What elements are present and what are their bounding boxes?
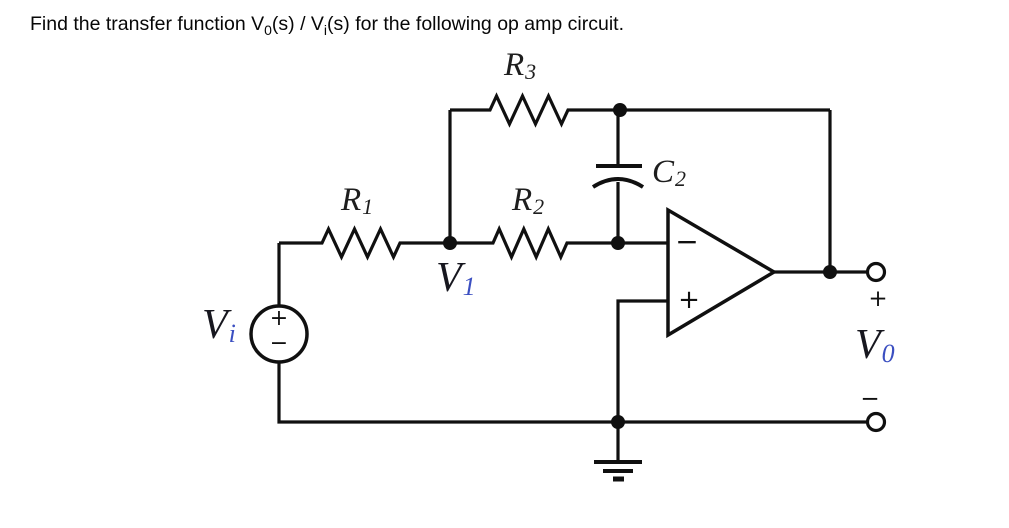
bottom-rail-wire [277,361,866,424]
feedback-wire-r3-branch [450,92,830,128]
label-vi-symbol: V [202,302,228,348]
noninverting-input-wire [616,299,668,422]
junction-dot-inverting [611,236,625,250]
label-vo-sub: 0 [881,339,895,369]
opamp-inverting-icon: − [675,225,699,258]
junction-dot-top [613,103,627,117]
label-c2-sub: 2 [675,166,687,192]
opamp-noninverting-icon: + [678,285,700,315]
output-plus-icon: + [868,286,888,312]
question-text-part3: (s) for the following op amp circuit. [327,13,624,35]
label-r1-symbol: R [341,182,362,218]
label-vo-symbol: V [855,322,881,368]
question-text-part1: Find the transfer function V [30,13,265,35]
label-r3-sub: 3 [525,59,537,85]
label-r2-sub: 2 [533,194,545,220]
label-c2: C2 [652,154,687,192]
label-vo: V0 [855,322,895,369]
question-text-subi: i [323,21,328,38]
output-terminal-negative [865,411,887,433]
voltage-source-circle [249,304,309,364]
label-v1-sub: 1 [462,272,476,302]
junction-dot-ground [611,415,625,429]
question-text: Find the transfer function V0(s) / Vi(s)… [30,13,624,38]
junction-dot-v1 [443,236,457,250]
question-text-sub0: 0 [264,21,272,38]
source-minus-icon: − [269,331,289,356]
label-r1-sub: 1 [362,194,374,220]
label-r3-symbol: R [504,47,525,83]
label-v1-symbol: V [436,255,462,301]
label-r2-symbol: R [512,182,533,218]
output-minus-icon: − [860,386,880,412]
source-plus-icon: + [269,306,289,331]
output-terminal-positive [865,261,887,283]
label-vi-sub: i [228,319,236,349]
label-c2-symbol: C [652,154,675,190]
opamp-triangle [666,206,778,339]
question-text-part2: (s) / V [271,13,324,35]
label-r3: R3 [504,47,537,85]
capacitor-c2-curved-plate [591,177,645,189]
label-v1: V1 [436,255,476,302]
junction-dot-output [823,265,837,279]
label-r2: R2 [512,182,545,220]
label-r1: R1 [341,182,374,220]
label-vi: Vi [202,302,236,349]
input-wire-r1-r2 [279,225,668,261]
